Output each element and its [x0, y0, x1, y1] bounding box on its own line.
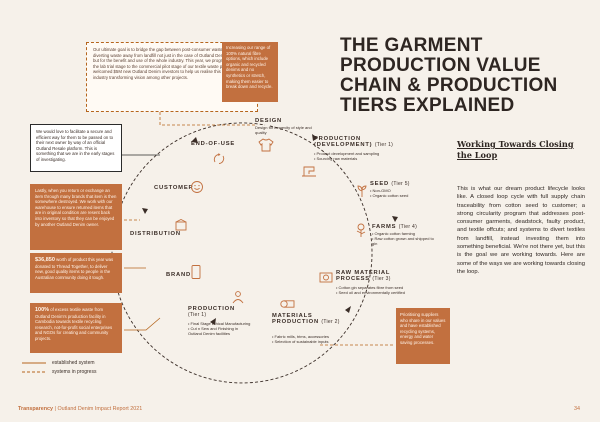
- footer-bold: Transparency: [18, 406, 54, 412]
- stage-production-tier: (Tier 1): [188, 312, 207, 318]
- note-donated-amount: $36,850: [35, 257, 55, 263]
- arrowhead-1: [312, 134, 318, 141]
- stage-distribution-label: DISTRIBUTION: [130, 231, 181, 237]
- stage-end-of-use: END-OF-USE: [191, 141, 235, 147]
- brand-tag-icon: [191, 265, 201, 279]
- stage-materials-label: MATERIALS PRODUCTION: [272, 313, 319, 325]
- note-resell: Lastly, when you return or exchange an i…: [30, 184, 122, 250]
- main-loop-circle: [111, 122, 373, 384]
- stage-seed-desc: • Non-GMO • Organic cotton seed: [370, 188, 409, 198]
- shirt-icon: [258, 138, 274, 152]
- stage-production-dev: PRODUCTION (DEVELOPMENT) (Tier 1): [314, 136, 404, 148]
- stage-raw-material-tier: (Tier 3): [372, 276, 391, 282]
- stage-farms: FARMS (Tier 4): [372, 224, 417, 230]
- stage-brand-label: BRAND: [166, 272, 191, 278]
- note-pct-amount: 100%: [35, 307, 50, 313]
- arrowhead-4: [210, 318, 216, 325]
- footer-text: | Outland Denim Impact Report 2021: [53, 406, 143, 412]
- stage-seed: SEED (Tier 5): [370, 181, 410, 187]
- stage-production-dev-desc: • Product development and sampling • Sou…: [314, 151, 380, 161]
- stage-production-label: PRODUCTION: [188, 306, 235, 312]
- stage-distribution: DISTRIBUTION: [130, 231, 181, 237]
- recycle-icon: [213, 153, 225, 164]
- fabric-roll-icon: [280, 300, 295, 308]
- stage-design-desc: Design for longevity of style and qualit…: [255, 125, 312, 135]
- legend-established: established system: [52, 360, 95, 366]
- sewing-machine-icon: [302, 166, 316, 177]
- stage-brand: BRAND: [166, 272, 191, 278]
- stage-farms-label: FARMS: [372, 224, 397, 230]
- note-suppliers-text: Prioritising suppliers who share in our …: [400, 312, 446, 345]
- arrowhead-5: [142, 208, 148, 214]
- arrowhead-6: [191, 137, 198, 143]
- section-heading: Working Towards Closing the Loop: [457, 139, 574, 160]
- stage-raw-material-label: RAW MATERIAL PROCESS: [336, 270, 391, 282]
- note-pct-text: of excess textile waste from Outland Den…: [35, 307, 113, 341]
- note-secure: We would love to facilitate a secure and…: [30, 124, 122, 172]
- note-pct: 100% of excess textile waste from Outlan…: [30, 303, 122, 353]
- footer: Transparency | Outland Denim Impact Repo…: [18, 406, 142, 412]
- stage-farms-tier: (Tier 4): [398, 224, 418, 230]
- page-title: THE GARMENT PRODUCTION VALUE CHAIN & PRO…: [340, 35, 558, 116]
- stage-seed-label: SEED: [370, 181, 389, 187]
- note-suppliers: Prioritising suppliers who share in our …: [396, 308, 450, 364]
- stage-production: PRODUCTION (Tier 1): [188, 306, 248, 318]
- stage-materials: MATERIALS PRODUCTION (Tier 2): [272, 313, 344, 325]
- connector-pct: [124, 317, 161, 331]
- arrowhead-3: [345, 306, 351, 313]
- box-icon: [175, 218, 187, 231]
- legend-progress: systems in progress: [52, 369, 97, 375]
- stage-farms-desc: • Organic cotton farming • Raw cotton gr…: [372, 231, 434, 246]
- note-resell-text: Lastly, when you return or exchange an i…: [35, 188, 117, 227]
- stage-raw-material-desc: • Cotton gin separates fibre from seed •…: [336, 285, 405, 295]
- stage-production-dev-label: PRODUCTION (DEVELOPMENT): [314, 136, 373, 148]
- stage-raw-material: RAW MATERIAL PROCESS (Tier 3): [336, 270, 422, 282]
- stage-customer-label: CUSTOMER: [154, 185, 194, 191]
- stage-materials-tier: (Tier 2): [321, 319, 340, 325]
- note-goal-text: Our ultimate goal is to bridge the gap b…: [93, 47, 249, 80]
- stage-seed-tier: (Tier 5): [391, 181, 410, 187]
- note-donated-text: worth of product this year was donated t…: [35, 257, 114, 280]
- cotton-plant-icon: [356, 223, 366, 237]
- stage-end-of-use-label: END-OF-USE: [191, 141, 236, 147]
- note-donated: $36,850 worth of product this year was d…: [30, 253, 122, 293]
- arrowhead-2: [392, 216, 398, 222]
- smiley-icon: [191, 181, 203, 193]
- note-fibres-text: Increasing our range of 100% natural fib…: [226, 45, 273, 90]
- stage-production-desc: • Final Stage Ethical Manufacturing • Cu…: [188, 321, 251, 336]
- stage-design-label: DESIGN: [255, 118, 283, 124]
- page-number: 34: [574, 406, 580, 412]
- stage-design: DESIGN: [255, 118, 282, 124]
- stage-customer: CUSTOMER: [154, 185, 193, 191]
- gin-machine-icon: [319, 272, 333, 283]
- note-fibres: Increasing our range of 100% natural fib…: [222, 42, 278, 102]
- note-secure-text: We would love to facilitate a secure and…: [36, 129, 115, 162]
- stage-materials-desc: • Fabric mills, trims, accessories • Sel…: [272, 334, 329, 344]
- connector-goal: [159, 112, 255, 126]
- factory-worker-icon: [232, 291, 244, 304]
- stage-production-dev-tier: (Tier 1): [374, 142, 394, 148]
- section-body: This is what our dream product lifecycle…: [457, 186, 585, 275]
- seed-icon: [357, 185, 367, 197]
